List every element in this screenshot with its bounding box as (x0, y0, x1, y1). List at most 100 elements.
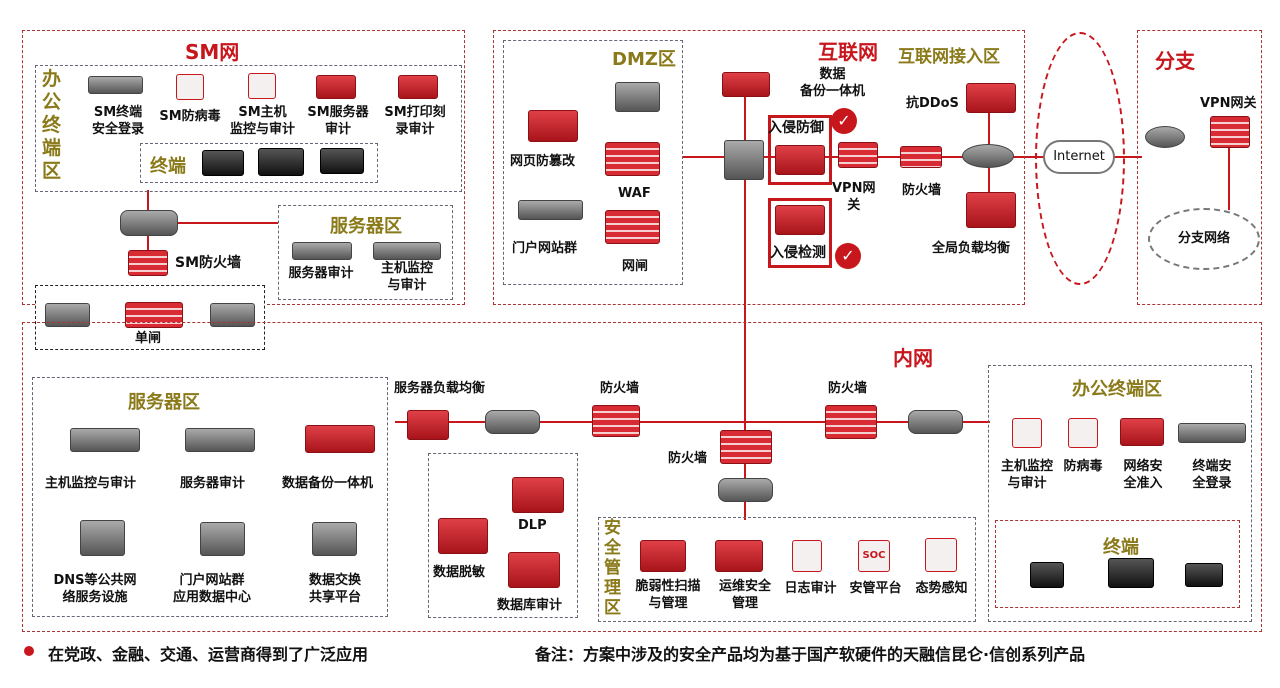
footer-note-text: 备注：方案中涉及的安全产品均为基于国产软硬件的天融信昆仑·信创系列产品 (535, 645, 1086, 664)
desktop-icon (1030, 562, 1064, 588)
dmz-zone (503, 40, 683, 285)
internet-net-zone (493, 30, 1025, 305)
sm-device-label: SM主机 监控与审计 (229, 105, 295, 137)
office-label: 网络安 全准入 (1123, 459, 1163, 491)
tablet-icon (320, 148, 364, 174)
branch-zone (1137, 30, 1262, 305)
server-icon (80, 520, 125, 556)
intranet-terminal-zone (995, 520, 1240, 608)
gate-label: 单闸 (135, 331, 162, 346)
server-icon (185, 428, 255, 452)
sec-mgmt-zone (598, 517, 976, 622)
sm-office-zone (35, 65, 462, 192)
soc-icon: SOC (858, 540, 890, 572)
intranet-title: 内网 (893, 346, 933, 370)
dmz-label: 网闸 (622, 259, 649, 274)
office-label: 主机监控 与审计 (1000, 459, 1053, 491)
portal-server-icon (518, 200, 583, 220)
intranet-office-title: 办公终端区 (1072, 379, 1162, 400)
trunk-line-vertical (744, 90, 746, 520)
intranet-office-zone (988, 365, 1252, 622)
firewall-icon (128, 250, 168, 276)
ips-label: 入侵防御 (768, 120, 824, 136)
antivirus-icon (1068, 418, 1098, 448)
sm-terminal-zone (140, 143, 378, 183)
laptop-icon (1108, 558, 1154, 588)
vuln-scan-icon (640, 540, 686, 572)
branch-vpn-label: VPN网关 (1200, 96, 1257, 111)
core-switch-icon (724, 140, 764, 180)
server-icon (45, 303, 90, 327)
ids-icon (775, 205, 825, 235)
backup-icon (305, 425, 375, 453)
firewall-label: 防火墙 (902, 183, 942, 198)
anti-ddos-label: 抗DDoS (906, 96, 959, 111)
footer-left-text: 在党政、金融、交通、运营商得到了广泛应用 (48, 645, 369, 664)
sec-mgmt-label: 日志审计 (784, 581, 837, 596)
intranet-server-zone (32, 377, 388, 617)
branch-title: 分支 (1155, 49, 1195, 73)
internet-net-title: 互联网 (818, 40, 878, 64)
ids-label: 入侵检测 (770, 245, 826, 261)
server-icon (373, 242, 441, 260)
ips-icon (775, 145, 825, 175)
glb-icon (966, 192, 1016, 228)
sm-office-zone-title: 办公终端区 (42, 68, 62, 182)
terminal-login-icon (1178, 423, 1246, 443)
ips-highlight (768, 115, 832, 185)
intranet-terminal-title: 终端 (1103, 537, 1139, 558)
sec-mgmt-label: 安管平台 (849, 581, 902, 596)
anti-ddos-icon (966, 83, 1016, 113)
host-monitor-icon (248, 73, 276, 99)
intranet-zone (22, 322, 1262, 632)
situation-icon (925, 538, 957, 572)
server-label: 数据备份一体机 (282, 476, 374, 491)
dmz-label: 门户网站群 (512, 241, 578, 256)
sm-device-label: SM服务器 审计 (307, 105, 369, 137)
office-label: 防病毒 (1063, 459, 1103, 474)
sm-server-label: 主机监控 与审计 (380, 261, 433, 293)
switch-icon (485, 410, 540, 434)
glb-label: 全局负载均衡 (932, 241, 1011, 256)
sm-server-label: 服务器审计 (288, 266, 354, 281)
checkmark-icon: ✓ (835, 243, 861, 269)
sm-device-label: SM防病毒 (159, 109, 221, 124)
terminal-login-icon (88, 76, 143, 94)
trunk-line-intranet (395, 421, 990, 423)
branch-line (1228, 135, 1230, 210)
checkmark-icon: ✓ (831, 108, 857, 134)
server-icon (200, 522, 245, 556)
server-label: DNS等公共网 络服务设施 (53, 573, 137, 605)
nac-icon (1120, 418, 1164, 446)
internet-ellipse (1035, 32, 1125, 285)
vpn-icon (838, 142, 878, 168)
sm-device-label: SM打印刻 录审计 (384, 105, 446, 137)
server-icon (615, 82, 660, 112)
switch-icon (718, 478, 773, 502)
office-label: 终端安 全登录 (1192, 459, 1232, 491)
waf-icon (605, 142, 660, 176)
data-mask-icon (438, 518, 488, 554)
laptop-icon (258, 148, 304, 176)
print-audit-icon (398, 75, 438, 99)
data-mask-label: 数据脱敏 (433, 565, 486, 580)
dlp-icon (512, 477, 564, 513)
sec-mgmt-label: 运维安全 管理 (718, 579, 771, 611)
server-icon (292, 242, 352, 260)
sec-mgmt-label: 态势感知 (915, 581, 968, 596)
firewall-icon (825, 405, 877, 439)
sec-mgmt-label: 脆弱性扫描 与管理 (635, 579, 701, 611)
backup-icon (722, 72, 770, 97)
firewall-icon (720, 430, 772, 464)
db-audit-icon (508, 552, 560, 588)
desktop-icon (202, 150, 244, 176)
antivirus-icon (176, 74, 204, 100)
bullet-icon (24, 646, 34, 656)
switch-icon (120, 210, 178, 236)
server-label: 主机监控与审计 (45, 476, 137, 491)
server-label: 门户网站群 应用数据中心 (172, 573, 251, 605)
sm-firewall-label: SM防火墙 (175, 255, 242, 271)
server-icon (210, 303, 255, 327)
firewall-label: 防火墙 (600, 381, 640, 396)
dmz-label: WAF (618, 186, 651, 201)
